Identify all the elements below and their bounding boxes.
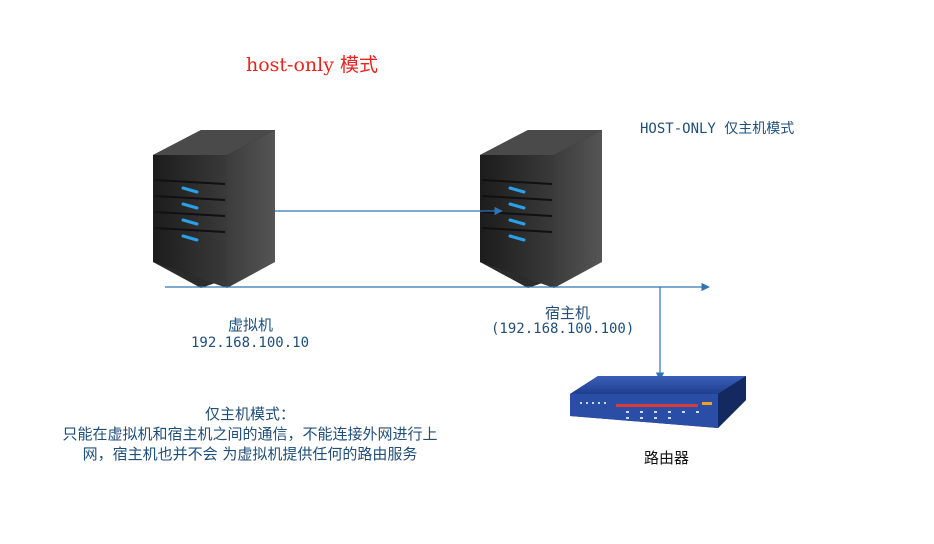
host-label: 宿主机 xyxy=(545,304,591,322)
diagram-title: host-only 模式 xyxy=(246,54,379,76)
mode-label: HOST-ONLY 仅主机模式 xyxy=(640,121,795,137)
vm-ip: 192.168.100.10 xyxy=(191,335,310,351)
vm-label: 虚拟机 xyxy=(228,316,274,334)
router-icon xyxy=(570,376,746,428)
host-ip: (192.168.100.100) xyxy=(491,321,635,337)
description-line: 只能在虚拟机和宿主机之间的通信，不能连接外网进行上 xyxy=(62,425,438,443)
host-server-icon xyxy=(480,130,602,288)
router-label: 路由器 xyxy=(644,449,690,467)
description-line: 网，宿主机也并不会 为虚拟机提供任何的路由服务 xyxy=(82,445,418,463)
vm-server-icon xyxy=(153,130,275,288)
description-heading: 仅主机模式： xyxy=(204,405,295,423)
description: 仅主机模式： 只能在虚拟机和宿主机之间的通信，不能连接外网进行上 网，宿主机也并… xyxy=(30,404,470,464)
